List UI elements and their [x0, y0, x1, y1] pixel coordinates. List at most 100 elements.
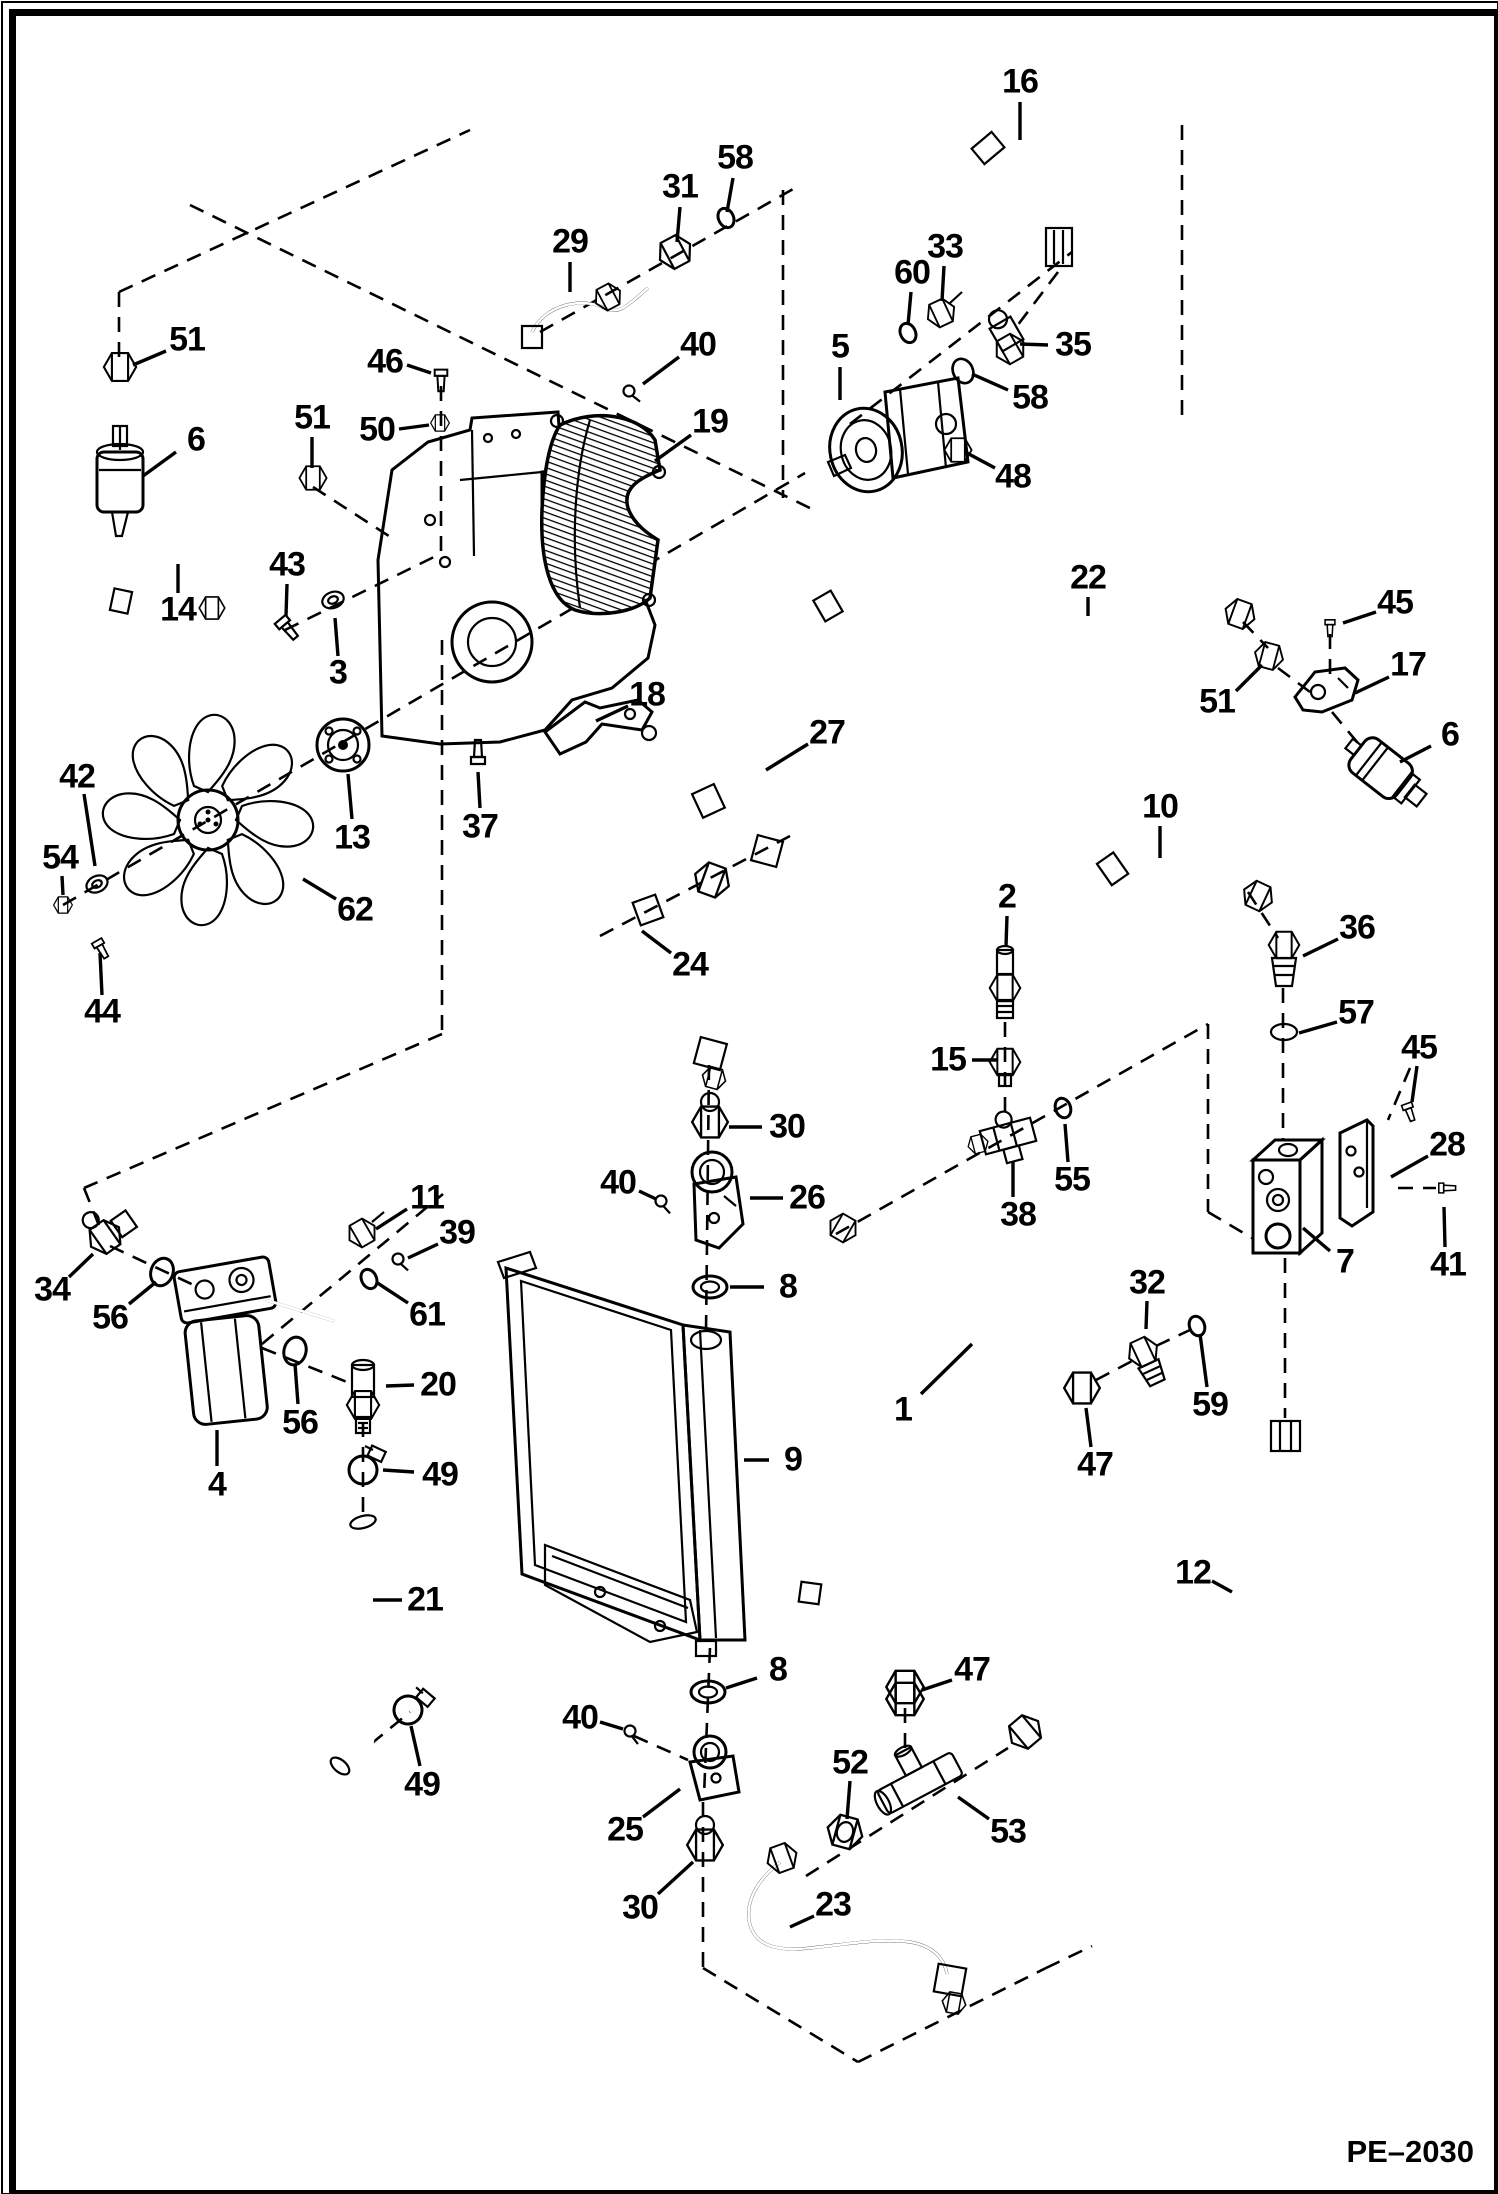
part-callout-23: 23: [815, 1885, 852, 1924]
leader-line-37: [476, 771, 482, 809]
part-callout-13: 13: [334, 818, 371, 857]
part-callout-20: 20: [420, 1365, 457, 1404]
part-callout-6: 6: [187, 420, 206, 459]
part-callout-26: 26: [789, 1178, 826, 1217]
part-callout-45: 45: [1401, 1028, 1438, 1067]
part-callout-15: 15: [930, 1040, 967, 1079]
part-callout-25: 25: [607, 1810, 644, 1849]
leader-line-55: [1063, 1123, 1070, 1163]
part-callout-1: 1: [894, 1390, 913, 1429]
leader-line-33: [940, 265, 946, 302]
part-callout-7: 7: [1336, 1242, 1355, 1281]
part-callout-14: 14: [160, 590, 197, 629]
leader-line-40: [641, 355, 681, 386]
part-callout-40: 40: [600, 1163, 637, 1202]
leader-line-42: [82, 793, 97, 867]
leader-line-47: [921, 1678, 953, 1692]
leader-line-28: [1390, 1154, 1429, 1179]
part-callout-37: 37: [462, 807, 499, 846]
leader-line-45: [1342, 610, 1377, 625]
leader-line-36: [1302, 937, 1339, 958]
leader-line-12: [1211, 1579, 1233, 1594]
part-callout-44: 44: [84, 992, 121, 1031]
part-callout-57: 57: [1338, 993, 1375, 1032]
part-callout-17: 17: [1390, 645, 1427, 684]
part-callout-8: 8: [769, 1650, 788, 1689]
part-callout-29: 29: [552, 222, 589, 261]
part-callout-39: 39: [439, 1213, 476, 1252]
leader-line-57: [1298, 1020, 1338, 1035]
leader-line-50: [398, 423, 430, 431]
leader-line-27: [765, 742, 809, 772]
part-callout-4: 4: [208, 1465, 227, 1504]
part-callout-40: 40: [680, 325, 717, 364]
part-callout-10: 10: [1142, 787, 1179, 826]
part-callout-51: 51: [169, 320, 206, 359]
part-callout-51: 51: [1199, 682, 1236, 721]
leader-line-56: [293, 1363, 300, 1405]
part-callout-50: 50: [359, 410, 396, 449]
leader-line-3: [333, 617, 340, 657]
leader-line-49: [409, 1725, 422, 1767]
part-callout-58: 58: [717, 138, 754, 177]
leader-line-48: [966, 451, 996, 470]
leader-line-53: [957, 1795, 990, 1821]
part-callout-8: 8: [779, 1267, 798, 1306]
leader-line-8: [725, 1676, 758, 1690]
leader-line-23: [789, 1914, 815, 1929]
leader-line-58: [725, 177, 735, 213]
part-callout-40: 40: [562, 1698, 599, 1737]
leader-line-1: [919, 1342, 974, 1396]
leader-line-46: [406, 363, 432, 375]
part-callout-28: 28: [1429, 1125, 1466, 1164]
leader-line-34: [67, 1252, 95, 1279]
part-callout-9: 9: [784, 1440, 803, 1479]
leader-line-51: [132, 349, 167, 367]
leader-line-30: [656, 1860, 695, 1896]
part-callout-31: 31: [662, 167, 699, 206]
part-callout-2: 2: [998, 877, 1017, 916]
leader-line-6: [142, 450, 177, 478]
part-callout-54: 54: [42, 838, 79, 877]
part-callout-30: 30: [769, 1107, 806, 1146]
part-callout-27: 27: [809, 713, 846, 752]
part-callout-24: 24: [672, 945, 709, 984]
leader-line-62: [302, 877, 337, 901]
leader-line-58: [971, 372, 1009, 392]
parts-artwork: [53, 100, 1457, 2016]
part-callout-41: 41: [1430, 1245, 1467, 1284]
part-callout-30: 30: [622, 1888, 659, 1927]
leader-line-49: [382, 1468, 415, 1474]
part-callout-16: 16: [1002, 62, 1039, 101]
leader-line-52: [845, 1780, 852, 1820]
leader-line-61: [375, 1280, 409, 1305]
leader-line-59: [1198, 1333, 1209, 1388]
leader-line-54: [60, 875, 65, 896]
part-callout-49: 49: [404, 1765, 441, 1804]
leader-line-31: [675, 206, 682, 243]
leader-line-47: [1084, 1407, 1093, 1448]
part-callout-42: 42: [59, 757, 96, 796]
leader-line-19: [654, 433, 692, 463]
part-callout-61: 61: [409, 1295, 446, 1334]
construction-lines: [62, 125, 1436, 2064]
leader-line-6: [1399, 744, 1432, 764]
leader-line-39: [407, 1242, 439, 1260]
leader-line-32: [1144, 1300, 1149, 1330]
part-callout-53: 53: [990, 1812, 1027, 1851]
leader-line-40: [638, 1189, 657, 1201]
leader-line-24: [640, 929, 673, 955]
part-callout-62: 62: [337, 890, 374, 929]
part-callout-58: 58: [1012, 378, 1049, 417]
leader-line-11: [375, 1207, 408, 1231]
leader-line-20: [385, 1383, 415, 1388]
leader-line-2: [1004, 915, 1009, 947]
leader-line-40: [599, 1720, 624, 1731]
part-callout-46: 46: [367, 342, 404, 381]
leader-line-17: [1354, 675, 1390, 695]
leader-line-35: [1019, 342, 1049, 347]
part-callout-34: 34: [34, 1270, 71, 1309]
part-callout-33: 33: [927, 227, 964, 266]
leader-line-56: [127, 1280, 158, 1306]
